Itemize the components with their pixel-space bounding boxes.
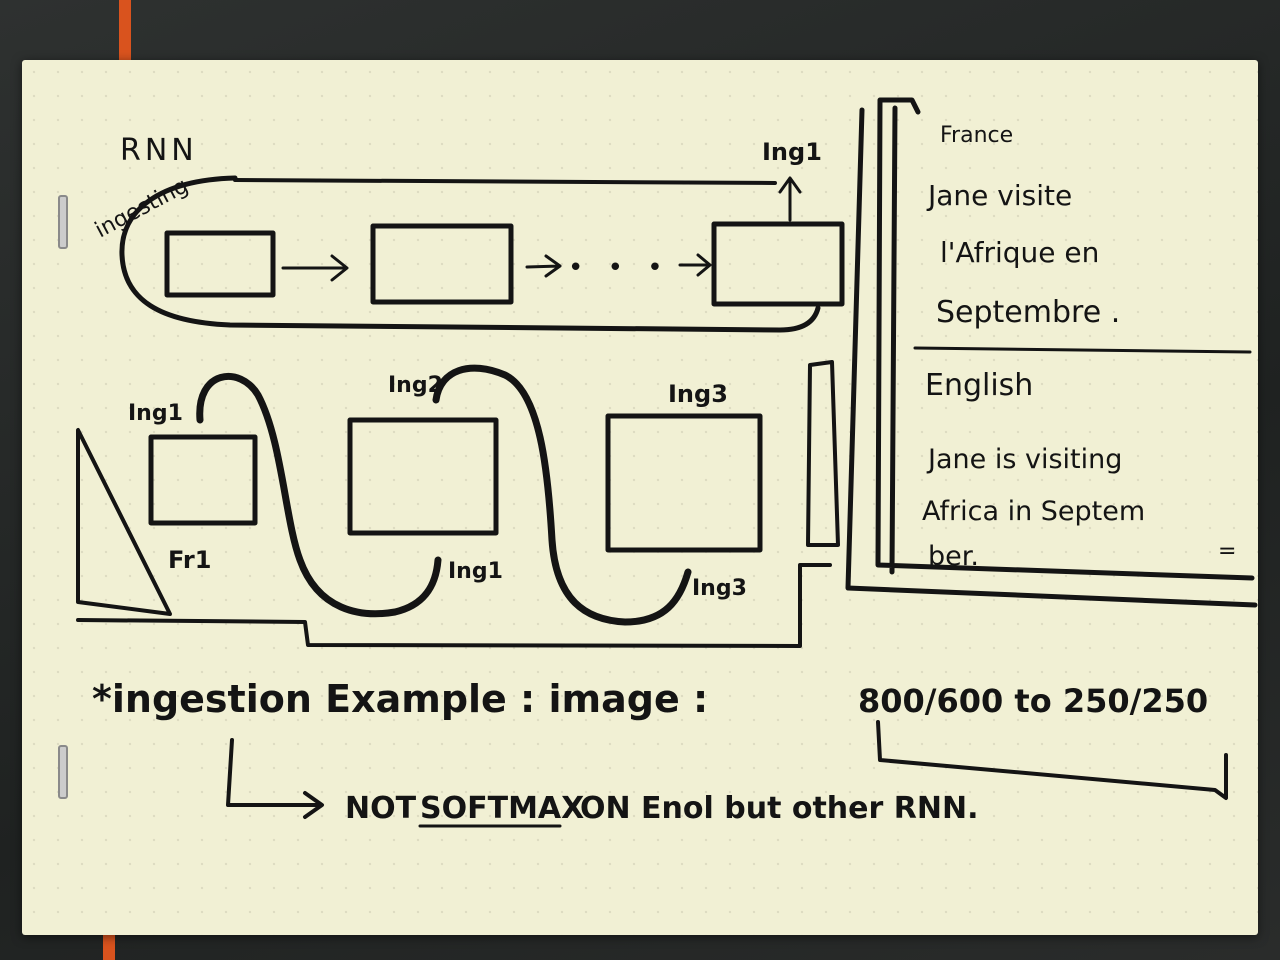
- encoder-arrow-2: [525, 254, 562, 278]
- encoder-loop: [119, 175, 821, 333]
- encoder-box-3: [711, 221, 845, 307]
- encoder-output-label: Ing1: [762, 138, 822, 166]
- decoder-box-2: [347, 417, 499, 536]
- sizes-bracket: [876, 720, 1228, 800]
- french-heading: France: [940, 123, 1013, 148]
- encoder-ellipsis: • • •: [568, 253, 671, 283]
- decoder-box-3: [605, 413, 763, 553]
- english-heading: English: [925, 368, 1033, 403]
- rnn-title: RNN: [120, 133, 198, 168]
- footer-line-2-underlined: SOFTMAX: [420, 791, 584, 826]
- footer-line-1-prefix: *ingestion Example : image :: [92, 677, 708, 721]
- encoder-box-2: [370, 223, 514, 305]
- encoder-arrow-3: [678, 253, 712, 277]
- english-line-2: Africa in Septem: [922, 496, 1145, 527]
- decoder-box-1: [148, 434, 258, 526]
- note-arrow: [226, 738, 324, 819]
- translation-divider: [913, 346, 1252, 354]
- footer-line-2-suffix: ON Enol but other RNN.: [580, 791, 978, 826]
- footer-line-1-sizes: 800/600 to 250/250: [858, 682, 1208, 720]
- binding-staple-top: [58, 195, 68, 249]
- encoder-output-arrow: [778, 176, 802, 222]
- decoder-side-panel: [806, 360, 840, 547]
- english-line-1: Jane is visiting: [926, 444, 1122, 475]
- decoder-input-label-3: Ing3: [668, 380, 728, 408]
- encoder-arrow-1: [281, 254, 349, 282]
- decoder-output-label-1: Ing1: [448, 559, 503, 584]
- french-line-1: Jane visite: [926, 179, 1072, 212]
- decoder-base-bracket: [76, 563, 832, 648]
- french-line-2: l'Afrique en: [940, 236, 1099, 269]
- encoder-loop-top: [233, 178, 777, 185]
- translation-panel-border: [845, 97, 1258, 608]
- left-triangle: [76, 428, 172, 616]
- english-equals: =: [1218, 539, 1236, 564]
- decoder-output-label-3: Ing3: [692, 576, 747, 601]
- decoder-first-input: Fr1: [168, 546, 211, 574]
- english-line-3: ber.: [928, 541, 979, 572]
- encoder-box-1: [164, 230, 276, 298]
- footer-line-2-prefix: NOT: [345, 791, 417, 826]
- binding-staple-bottom: [58, 745, 68, 799]
- decoder-input-label-2: Ing2: [388, 373, 443, 398]
- french-line-3: Septembre .: [936, 295, 1120, 330]
- decoder-input-label-1: Ing1: [128, 401, 183, 426]
- feedback-curve: [196, 364, 692, 626]
